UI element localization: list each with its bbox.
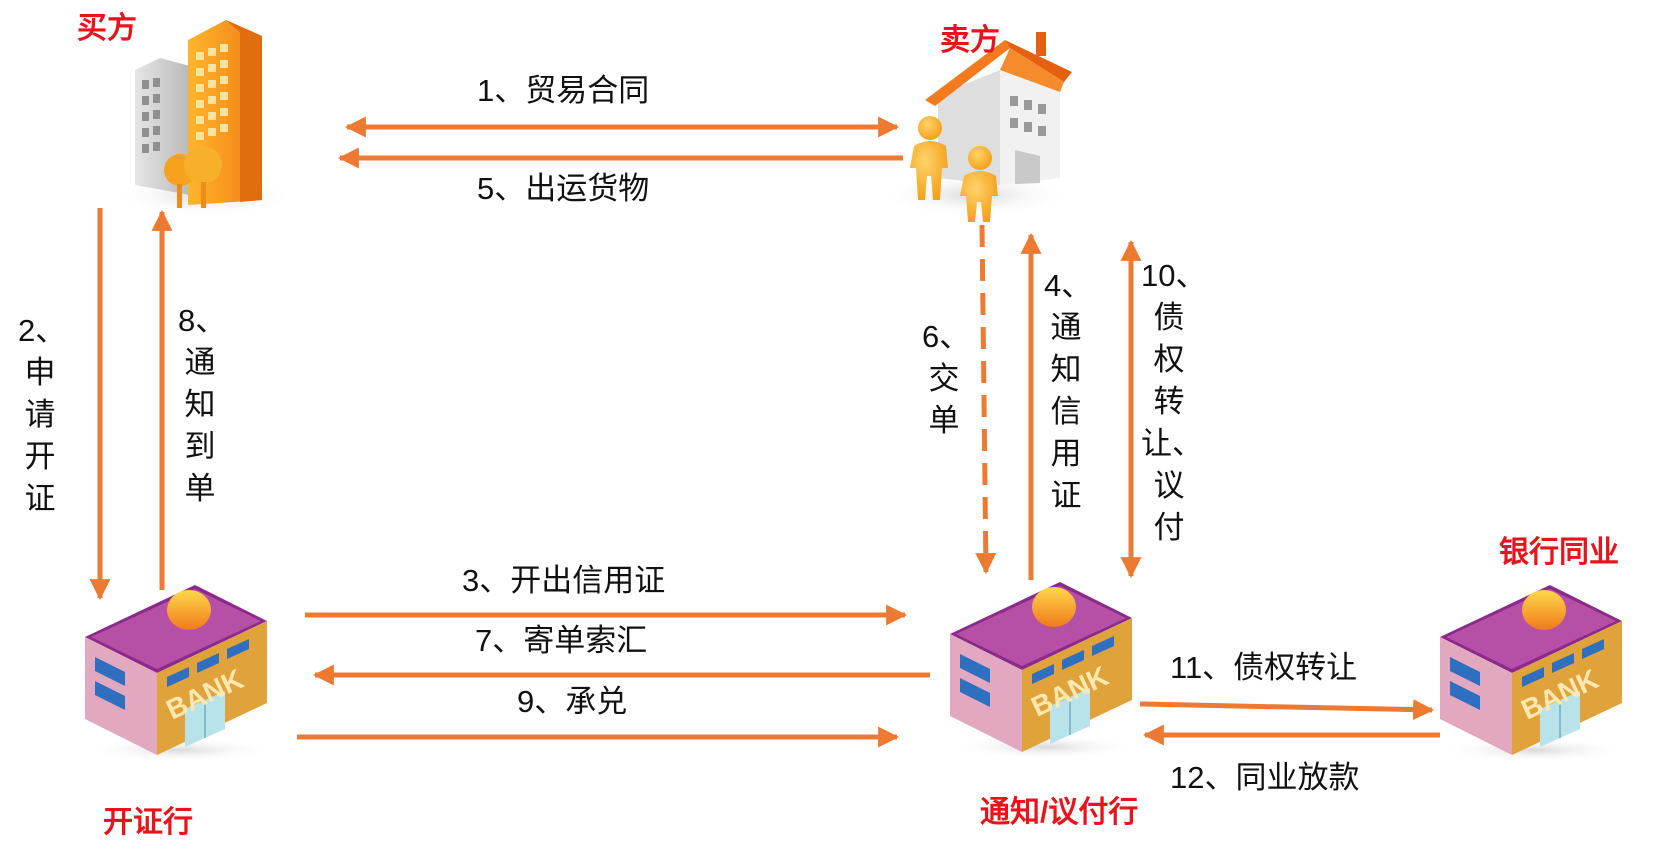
seller-house-icon bbox=[880, 32, 1072, 222]
step-5-label: 5、出运货物 bbox=[477, 171, 650, 206]
step-3-label: 3、开出信用证 bbox=[462, 563, 666, 598]
step-10-label: 10、债权转让、议付 bbox=[1141, 258, 1207, 545]
peer-bank-building-icon bbox=[1439, 584, 1631, 763]
advising-bank-label: 通知/议付行 bbox=[980, 796, 1139, 829]
step-6-label: 6、交单 bbox=[922, 319, 971, 438]
step-7-label: 7、寄单索汇 bbox=[475, 623, 648, 658]
seller-label: 卖方 bbox=[940, 24, 1000, 57]
step-11-label: 11、债权转让 bbox=[1170, 650, 1358, 685]
peer-bank-label: 银行同业 bbox=[1499, 536, 1619, 569]
step-12-label: 12、同业放款 bbox=[1170, 760, 1360, 795]
step-1-label: 1、贸易合同 bbox=[477, 73, 650, 108]
issuing-bank-label: 开证行 bbox=[103, 806, 193, 839]
buyer-building-icon bbox=[115, 20, 295, 217]
step-8-label: 8、通知到单 bbox=[178, 303, 227, 506]
arrow-step-6 bbox=[975, 224, 997, 575]
step-4-label: 4、通知信用证 bbox=[1044, 268, 1093, 513]
step-9-label: 9、承兑 bbox=[517, 684, 628, 719]
issuing-bank-building-icon bbox=[84, 584, 276, 763]
buyer-label: 买方 bbox=[77, 12, 137, 45]
step-2-label: 2、申请开证 bbox=[18, 313, 67, 516]
advising-bank-building-icon bbox=[949, 581, 1141, 760]
arrow-step-11 bbox=[1139, 699, 1435, 721]
